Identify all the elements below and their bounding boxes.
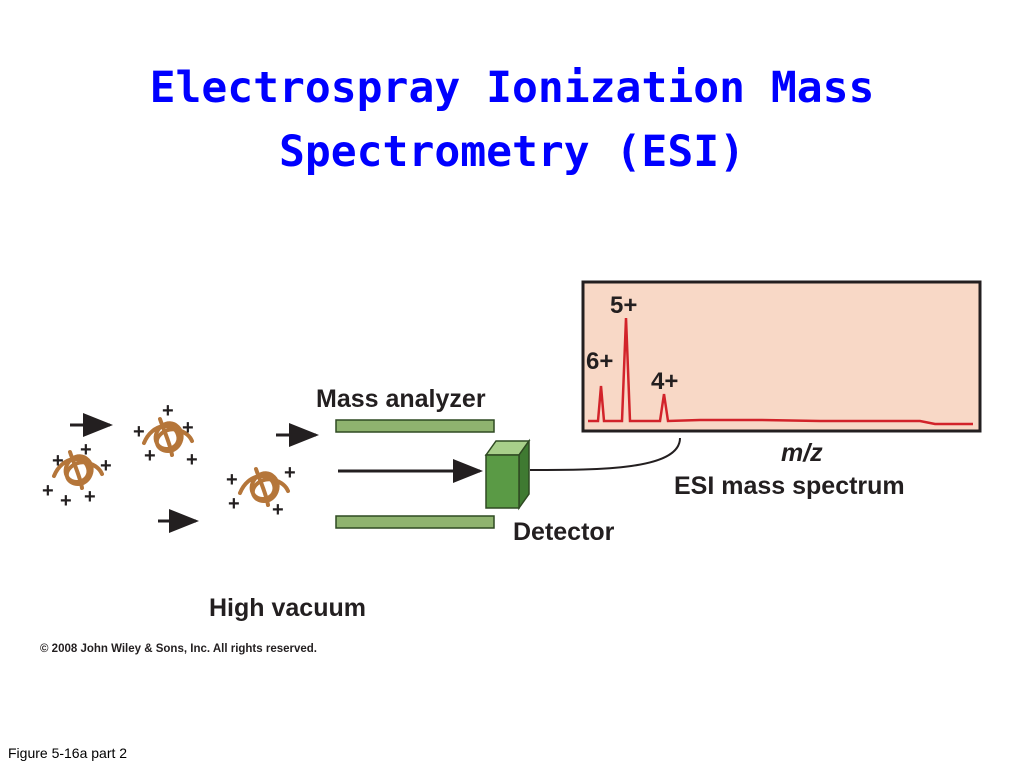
- charge-sign: +: [60, 490, 72, 512]
- spectrum-caption: ESI mass spectrum: [674, 472, 905, 500]
- copyright-notice: © 2008 John Wiley & Sons, Inc. All right…: [40, 643, 317, 655]
- charge-sign: +: [162, 400, 174, 422]
- charge-sign: +: [228, 493, 240, 515]
- detector-label: Detector: [513, 518, 615, 546]
- charge-sign: +: [272, 499, 284, 521]
- charge-signs: + + + + + + + + + + + + + + +: [42, 400, 296, 521]
- peak-label-6plus: 6+: [586, 348, 613, 375]
- spectrum-panel: [581, 280, 982, 433]
- figure-caption: Figure 5-16a part 2: [8, 745, 128, 761]
- spectrum-axis-label: m/z: [781, 439, 823, 467]
- detector-block: [484, 438, 531, 511]
- charge-sign: +: [226, 469, 238, 491]
- slide-title-line-1: Electrospray Ionization Mass: [149, 63, 875, 113]
- detector-signal-wire: [529, 437, 681, 471]
- peak-label-5plus: 5+: [610, 292, 637, 319]
- charge-sign: +: [144, 445, 156, 467]
- slide-title-line-2: Spectrometry (ESI): [279, 127, 745, 177]
- charge-sign: +: [52, 450, 64, 472]
- charge-sign: +: [84, 486, 96, 508]
- charge-sign: +: [133, 421, 145, 443]
- mass-analyzer-label: Mass analyzer: [316, 385, 486, 413]
- charge-sign: +: [100, 455, 112, 477]
- charge-sign: +: [42, 480, 54, 502]
- charge-sign: +: [182, 417, 194, 439]
- analyzer-rod-bottom: [335, 515, 495, 529]
- charge-sign: +: [186, 449, 198, 471]
- analyzer-rod-top: [335, 419, 495, 433]
- high-vacuum-label: High vacuum: [209, 594, 366, 622]
- spectrum-trace: [588, 317, 973, 426]
- peak-label-4plus: 4+: [651, 368, 678, 395]
- charge-sign: +: [284, 462, 296, 484]
- charge-sign: +: [80, 439, 92, 461]
- slide-title: Electrospray Ionization Mass Spectrometr…: [0, 56, 1024, 184]
